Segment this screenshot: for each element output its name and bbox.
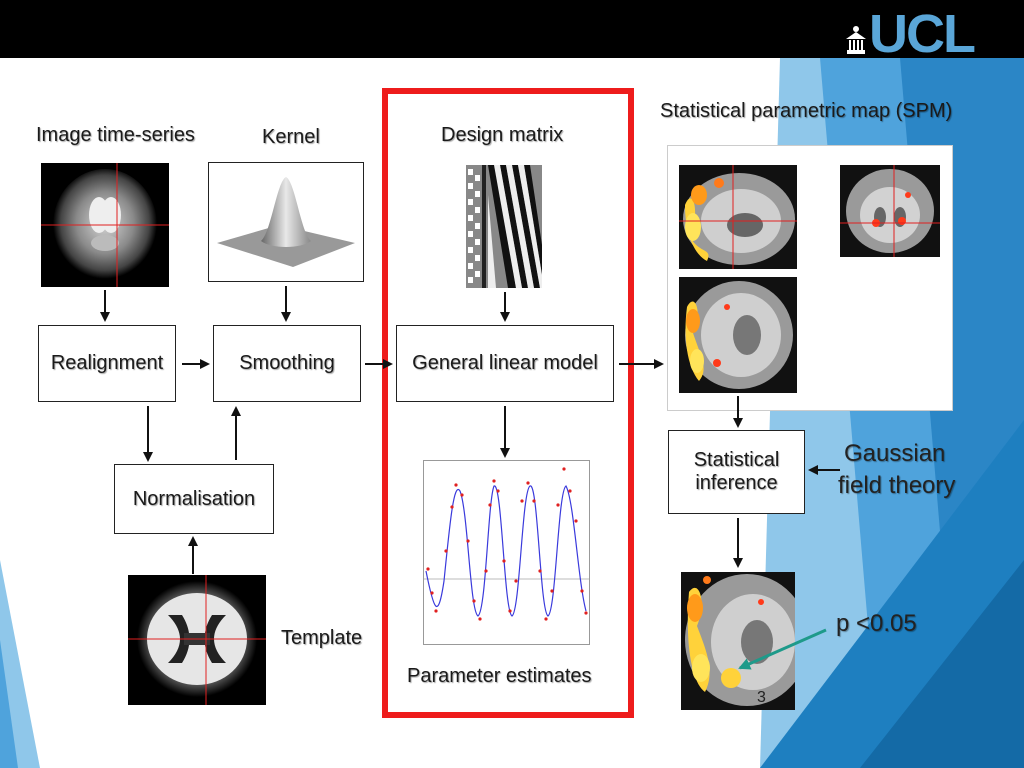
statistical-inference-box: Statistical inference: [668, 430, 805, 514]
design-matrix-image: [466, 165, 542, 288]
normalisation-label: Normalisation: [132, 487, 256, 510]
brain-time-series-image: [41, 163, 169, 287]
smoothing-box: Smoothing: [213, 325, 361, 402]
gaussian-label-line1: Gaussian: [844, 440, 946, 467]
glm-label: General linear model: [412, 352, 598, 374]
spm-axial-image: [679, 277, 797, 393]
portico-icon: [846, 26, 866, 54]
label-kernel: Kernel: [262, 126, 320, 148]
normalisation-box: Normalisation: [114, 464, 274, 534]
statistical-inference-label-1: Statistical: [693, 449, 780, 471]
page-number: 3: [757, 689, 766, 706]
kernel-image: [208, 162, 364, 282]
realignment-box: Realignment: [38, 325, 176, 402]
spm-coronal-image: [840, 165, 940, 257]
spm-sagittal-image: [679, 165, 797, 269]
glm-highlight-frame: [382, 88, 634, 718]
statistical-inference-label-2: inference: [695, 472, 778, 494]
parameter-estimates-plot: [423, 460, 590, 645]
label-design-matrix: Design matrix: [441, 124, 564, 146]
ucl-logo: UCL: [845, 4, 976, 64]
smoothing-label: Smoothing: [239, 352, 335, 374]
thresholded-spm-image: [681, 572, 795, 710]
glm-box: General linear model: [396, 325, 614, 402]
realignment-label: Realignment: [50, 352, 164, 374]
gaussian-label-line2: field theory: [838, 472, 956, 499]
label-image-time-series: Image time-series: [36, 124, 195, 146]
template-brain-image: [128, 575, 266, 705]
label-template: Template: [281, 627, 363, 649]
p-value-label: p <0.05: [836, 610, 917, 637]
logo-text: UCL: [869, 4, 976, 64]
label-spm: Statistical parametric map (SPM): [660, 100, 953, 122]
label-parameter-estimates: Parameter estimates: [407, 665, 592, 687]
